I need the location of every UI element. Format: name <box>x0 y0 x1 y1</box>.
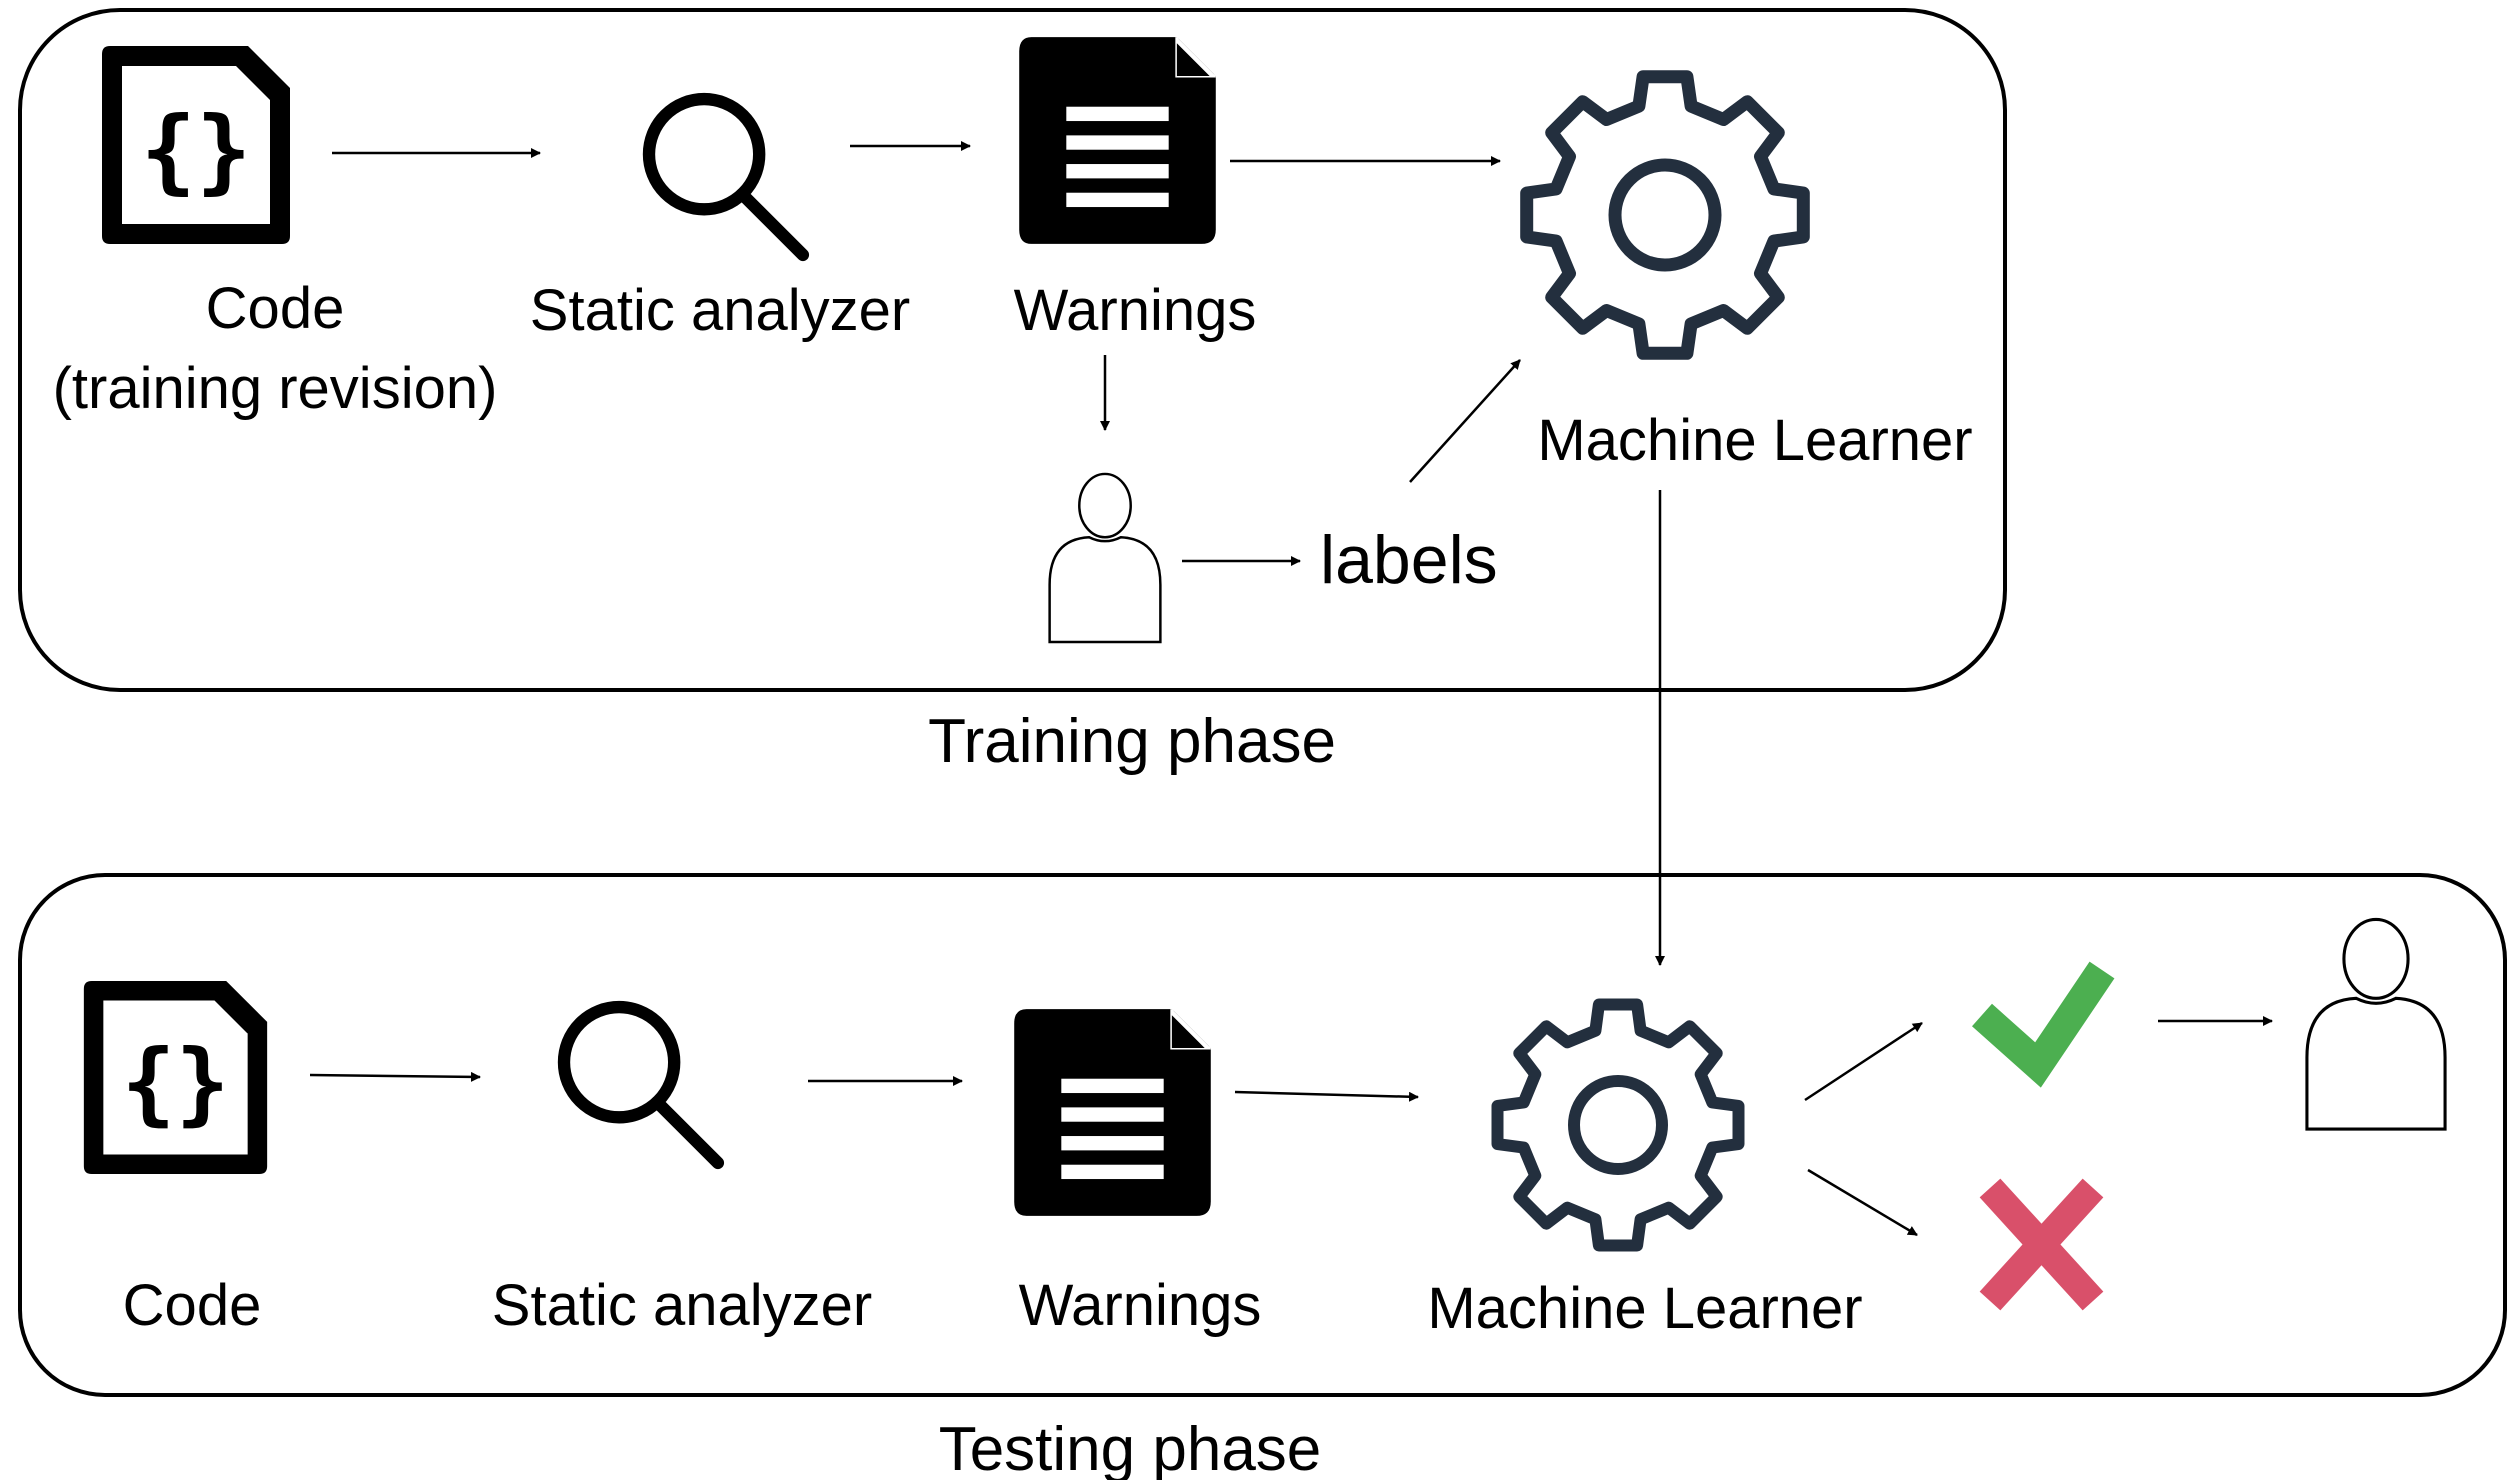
training-code-sublabel: (training revision) <box>53 356 498 421</box>
training-warnings-label: Warnings <box>1014 278 1257 343</box>
training-learner-label: Machine Learner <box>1537 408 1972 473</box>
testing-warnings-label: Warnings <box>1019 1273 1262 1338</box>
arrow-test-code-to-analyzer <box>309 1071 481 1082</box>
labels-text: labels <box>1320 522 1498 598</box>
cross-icon <box>1979 1178 2104 1311</box>
person-icon <box>2305 917 2447 1131</box>
testing-code-label: Code <box>123 1273 262 1338</box>
arrow-learner-to-reject <box>1807 1168 1918 1237</box>
gear-outline <box>1520 70 1810 360</box>
training-phase-title: Training phase <box>928 707 1336 776</box>
gear-hole <box>1608 158 1722 272</box>
gear-icon <box>1491 998 1745 1252</box>
gear-outline <box>1491 998 1745 1252</box>
document-icon <box>1012 1007 1213 1218</box>
testing-phase-title: Testing phase <box>939 1415 1322 1480</box>
arrow-labels-to-learner <box>1409 359 1521 483</box>
training-analyzer-label: Static analyzer <box>530 278 910 343</box>
training-panel <box>18 8 2007 692</box>
magnifier-icon <box>564 1007 718 1163</box>
code-file-icon <box>83 980 268 1175</box>
testing-panel <box>18 873 2507 1397</box>
code-file-icon <box>102 46 290 244</box>
arrow-test-warnings-to-learner <box>1234 1090 1419 1102</box>
check-icon <box>1972 961 2115 1088</box>
arrow-learner-to-accept <box>1804 1021 1923 1102</box>
person-icon <box>1048 472 1162 644</box>
testing-learner-label: Machine Learner <box>1427 1276 1862 1341</box>
document-icon <box>1017 35 1218 246</box>
gear-hole <box>1568 1075 1668 1175</box>
magnifier-icon <box>649 99 803 255</box>
gear-icon <box>1520 70 1810 360</box>
training-code-label: Code <box>206 276 345 341</box>
testing-analyzer-label: Static analyzer <box>492 1273 872 1338</box>
cross-stroke <box>1979 1178 2104 1311</box>
